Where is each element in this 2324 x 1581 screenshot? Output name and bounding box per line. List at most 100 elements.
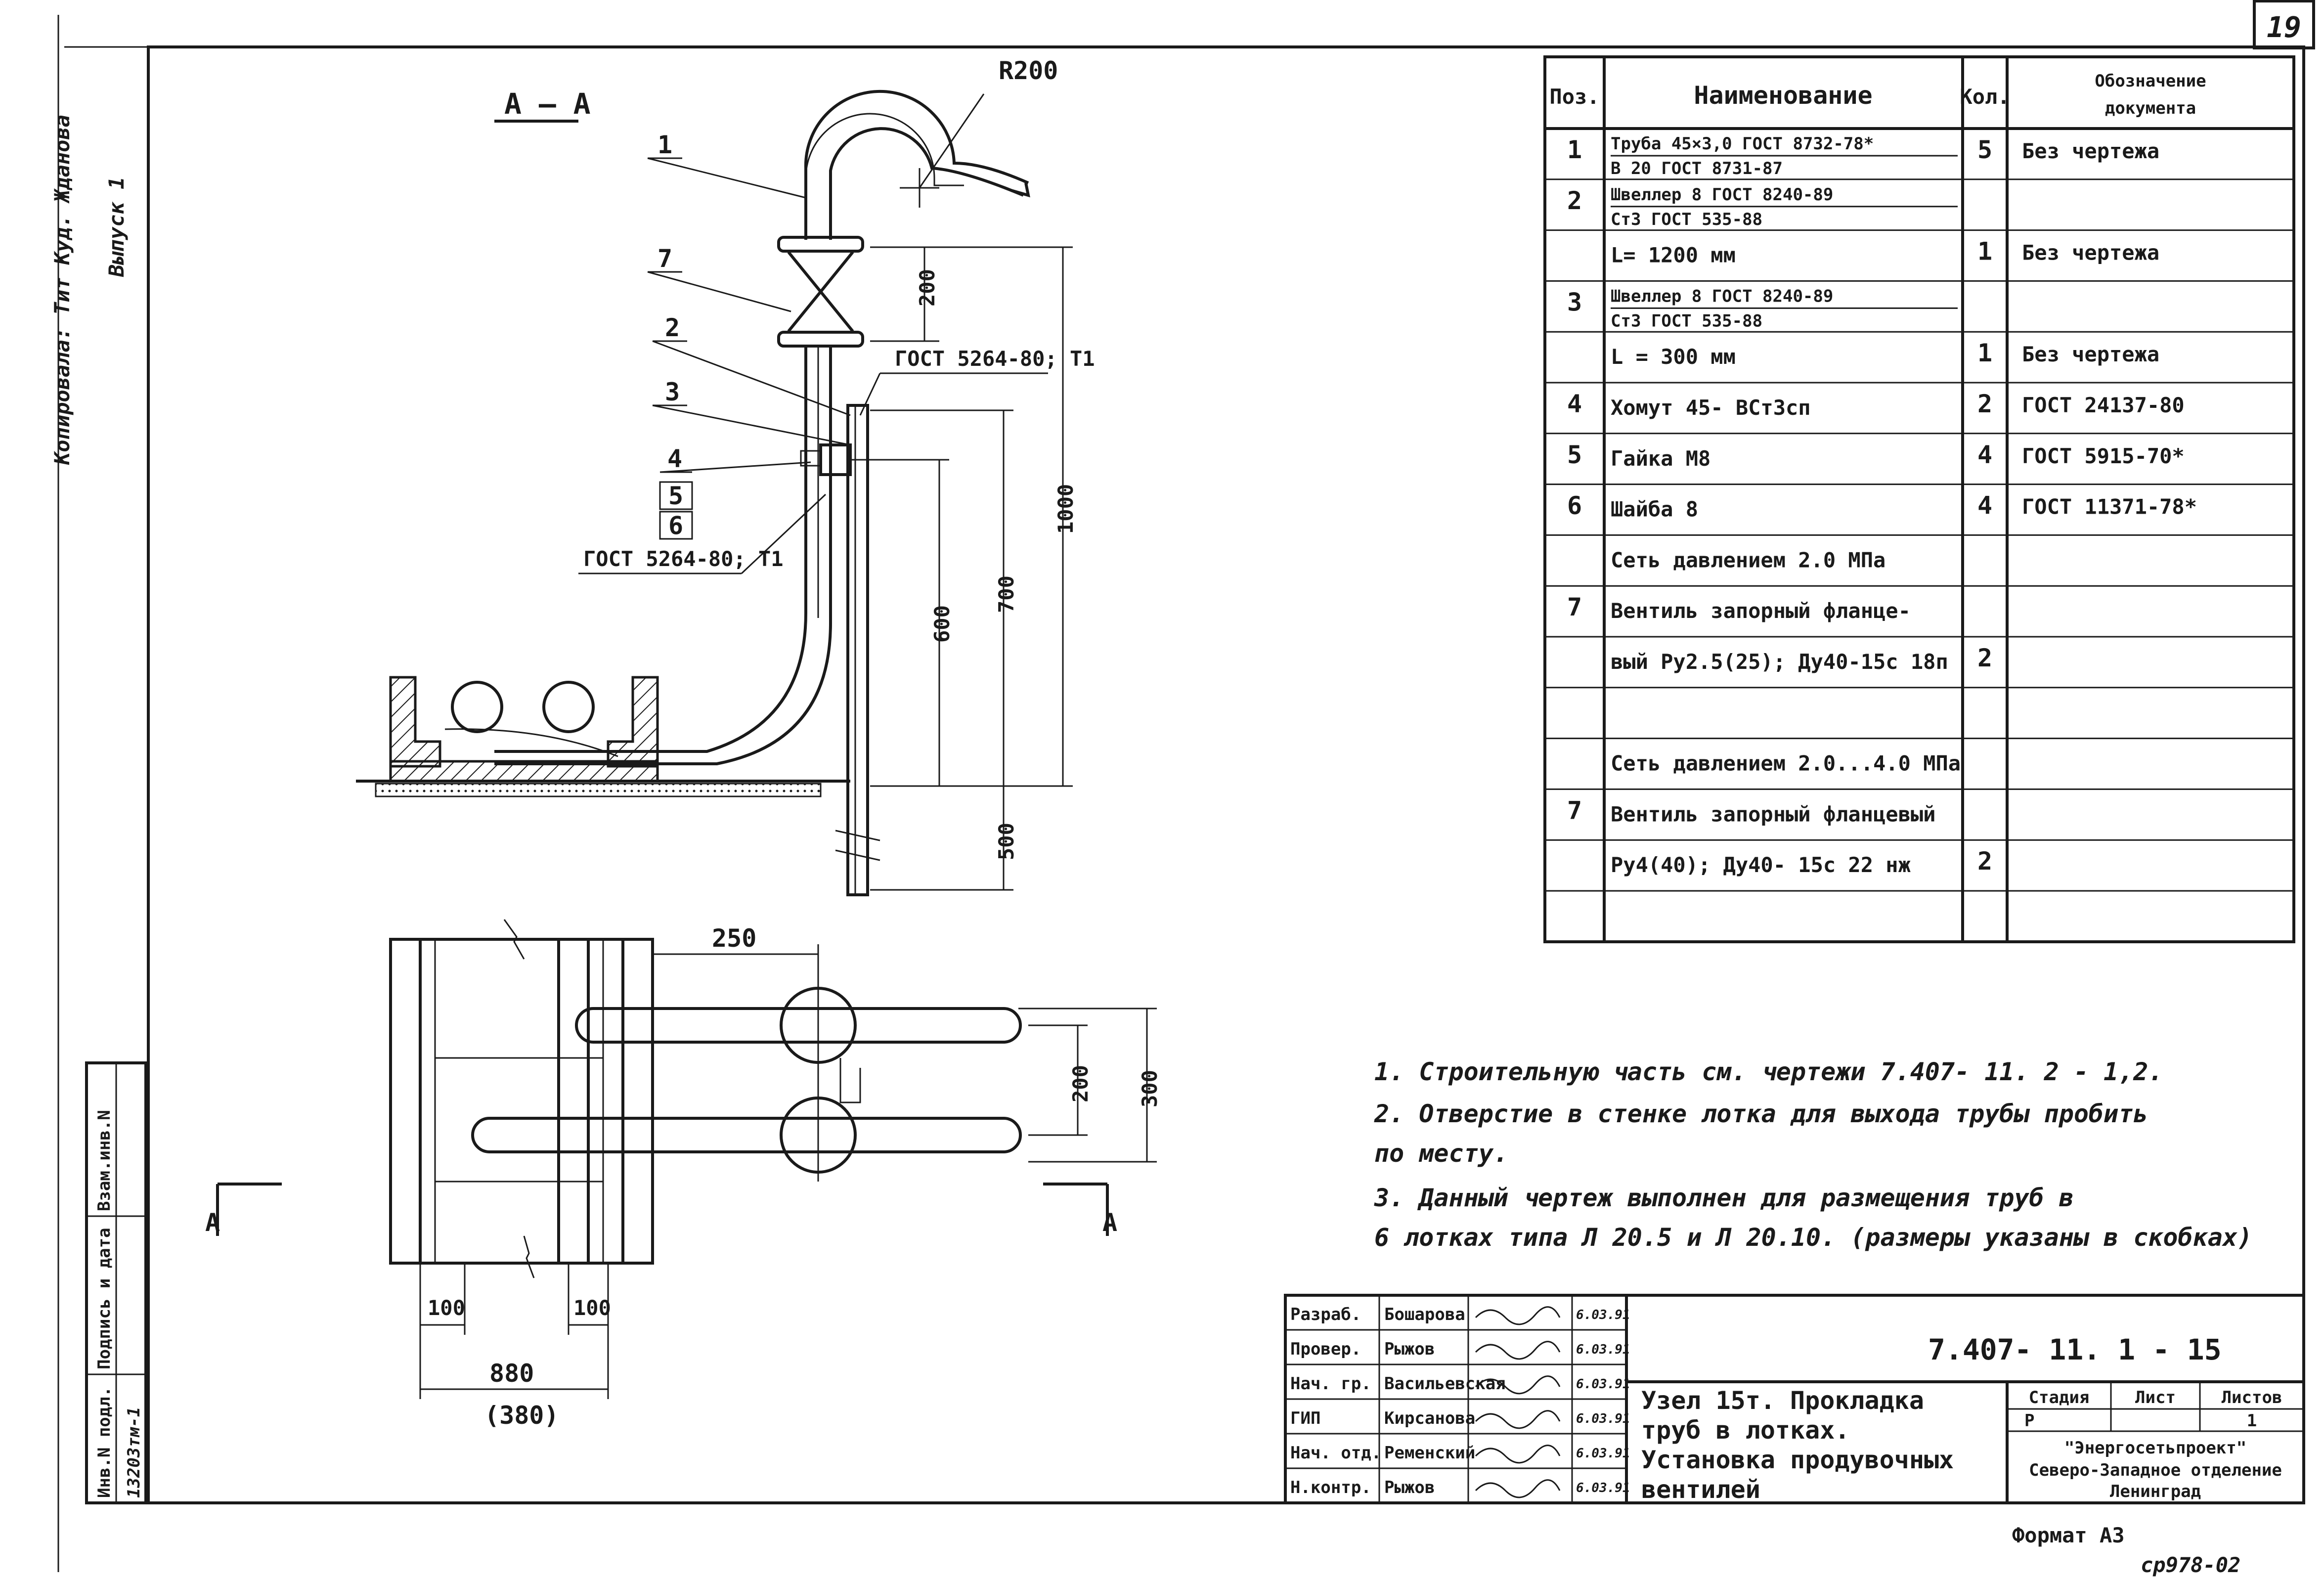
people-role: Провер. xyxy=(1290,1339,1361,1359)
cell-qty: 4 xyxy=(1977,440,1992,469)
dim-200: 200 xyxy=(915,269,939,307)
svg-text:1: 1 xyxy=(658,131,672,159)
people-date: 6.03.91 xyxy=(1576,1377,1630,1392)
cell-doc: Без чертежа xyxy=(2022,139,2159,163)
pipe-outer xyxy=(805,113,964,237)
left-stamp: Инв.N подл. Подпись и дата Взам.инв.N 13… xyxy=(85,1061,147,1504)
svg-text:5: 5 xyxy=(668,482,683,510)
cell-qty: 1 xyxy=(1977,237,1992,266)
tray-wall-right xyxy=(607,676,659,768)
pipe-section-2 xyxy=(542,681,595,733)
svg-text:2: 2 xyxy=(665,313,680,342)
cell-pos: 6 xyxy=(1567,491,1582,520)
weld-note-bottom: ГОСТ 5264-80; Т1 xyxy=(583,547,784,571)
cell-doc: ГОСТ 24137-80 xyxy=(2022,393,2185,417)
people-role: Нач. гр. xyxy=(1290,1374,1371,1394)
people-name: Васильевская xyxy=(1384,1374,1506,1394)
valve-flange-top xyxy=(777,236,864,253)
col-header-name: Наименование xyxy=(1694,81,1872,110)
dim-radius: R200 xyxy=(999,56,1058,85)
note-line-5: 6 лотках типа Л 20.5 и Л 20.10. (размеры… xyxy=(1374,1223,2252,1252)
cell-name: Шайба 8 xyxy=(1611,497,1698,522)
signature-mark xyxy=(1475,1306,1561,1325)
people-name: Рыжов xyxy=(1384,1339,1435,1359)
pipe-section-1 xyxy=(451,681,503,733)
cell-name: Ру4(40); Ду40- 15с 22 нж xyxy=(1611,853,1911,877)
dim-380: (380) xyxy=(484,1401,559,1430)
people-date: 6.03.91 xyxy=(1576,1308,1630,1322)
tray-base xyxy=(389,760,659,783)
issue-note: Выпуск 1 xyxy=(104,177,129,277)
signature-mark xyxy=(1475,1445,1561,1464)
people-role: ГИП xyxy=(1290,1408,1320,1428)
footer-code: ср978-02 xyxy=(2141,1553,2240,1577)
cell-doc: ГОСТ 11371-78* xyxy=(2022,495,2197,519)
cell-pos: 7 xyxy=(1567,796,1582,825)
people-name: Ременский xyxy=(1384,1443,1475,1463)
cell-name: Гайка М8 xyxy=(1611,446,1710,471)
cell-name: L= 1200 мм xyxy=(1611,243,1736,267)
cell-doc: Без чертежа xyxy=(2022,342,2159,366)
section-title: А – А xyxy=(504,87,591,121)
title-line-2: труб в лотках. xyxy=(1641,1416,1849,1445)
stamp-field-replace: Взам.инв.N xyxy=(94,1110,114,1211)
stage-header: Стадия xyxy=(2029,1388,2090,1407)
tray-wall-left xyxy=(389,676,441,768)
cell-name: Вентиль запорный фланце- xyxy=(1611,599,1911,623)
doc-code: 7.407- 11. 1 - 15 xyxy=(1928,1333,2222,1366)
ground-strip xyxy=(375,783,822,797)
section-view: А – А R200 1 xyxy=(356,56,1095,896)
sheet-header: Лист xyxy=(2135,1388,2176,1407)
cell-name: вый Ру2.5(25); Ду40-15с 18п xyxy=(1611,650,1948,674)
sheet-frame xyxy=(147,45,2305,1504)
people-role: Разраб. xyxy=(1290,1305,1361,1324)
title-line-4: вентилей xyxy=(1641,1475,1760,1504)
note-line-1: 1. Строительную часть см. чертежи 7.407-… xyxy=(1374,1057,2163,1086)
position-leaders: 1 7 2 3 4 5 6 xyxy=(647,131,851,540)
dim-100-left: 100 xyxy=(428,1296,465,1320)
notes: 1. Строительную часть см. чертежи 7.407-… xyxy=(1374,1057,2252,1252)
dim-200-plan: 200 xyxy=(1068,1065,1093,1102)
cell-name: Сеть давлением 2.0...4.0 МПа xyxy=(1611,751,1961,776)
clamp xyxy=(819,443,852,476)
cell-doc: Без чертежа xyxy=(2022,241,2159,265)
people-role: Нач. отд. xyxy=(1290,1443,1381,1463)
title-line-1: Узел 15т. Прокладка xyxy=(1641,1386,1924,1415)
people-date: 6.03.91 xyxy=(1576,1481,1630,1495)
signature-mark xyxy=(1475,1410,1561,1429)
cell-qty: 2 xyxy=(1977,390,1992,418)
org-line-3: Ленинград xyxy=(2110,1482,2201,1501)
svg-text:6: 6 xyxy=(668,511,683,540)
note-line-4: 3. Данный чертеж выполнен для размещения… xyxy=(1374,1184,2074,1212)
people-name: Кирсанова xyxy=(1384,1408,1475,1428)
svg-text:7: 7 xyxy=(658,244,672,273)
support-channel xyxy=(846,404,869,896)
dim-250: 250 xyxy=(712,924,756,953)
cell-name-bottom: В 20 ГОСТ 8731-87 xyxy=(1611,159,1783,178)
sheet-number: 19 xyxy=(2267,10,2301,44)
people-date: 6.03.91 xyxy=(1576,1446,1630,1461)
signature-mark xyxy=(1475,1375,1561,1395)
cell-name-bottom: Ст3 ГОСТ 535-88 xyxy=(1611,311,1762,331)
people-date: 6.03.91 xyxy=(1576,1342,1630,1357)
dim-1000: 1000 xyxy=(1053,484,1078,534)
cell-pos: 1 xyxy=(1567,135,1582,164)
dim-300: 300 xyxy=(1138,1070,1162,1107)
cell-doc: ГОСТ 5915-70* xyxy=(2022,444,2185,468)
cell-pos: 2 xyxy=(1567,186,1582,215)
col-header-doc: Обозначение xyxy=(2095,71,2206,91)
cell-pos: 4 xyxy=(1567,390,1582,418)
cell-pos: 7 xyxy=(1567,593,1582,621)
note-line-2: 2. Отверстие в стенке лотка для выхода т… xyxy=(1374,1099,2148,1128)
org-line-1: "Энергосетьпроект" xyxy=(2064,1438,2246,1458)
col-header-doc-2: документа xyxy=(2105,98,2196,118)
sheet-number-box xyxy=(2253,0,2315,49)
dim-600: 600 xyxy=(930,605,954,643)
sheets-header: Листов xyxy=(2222,1388,2282,1407)
plan-pipe-1 xyxy=(575,1007,1022,1044)
dim-100-right: 100 xyxy=(573,1296,611,1320)
cell-name: Хомут 45- ВСт3сп xyxy=(1611,395,1811,420)
people-name: Рыжов xyxy=(1384,1478,1435,1497)
spec-table: Поз. Наименование Кол. Обозначение докум… xyxy=(1543,55,2295,943)
